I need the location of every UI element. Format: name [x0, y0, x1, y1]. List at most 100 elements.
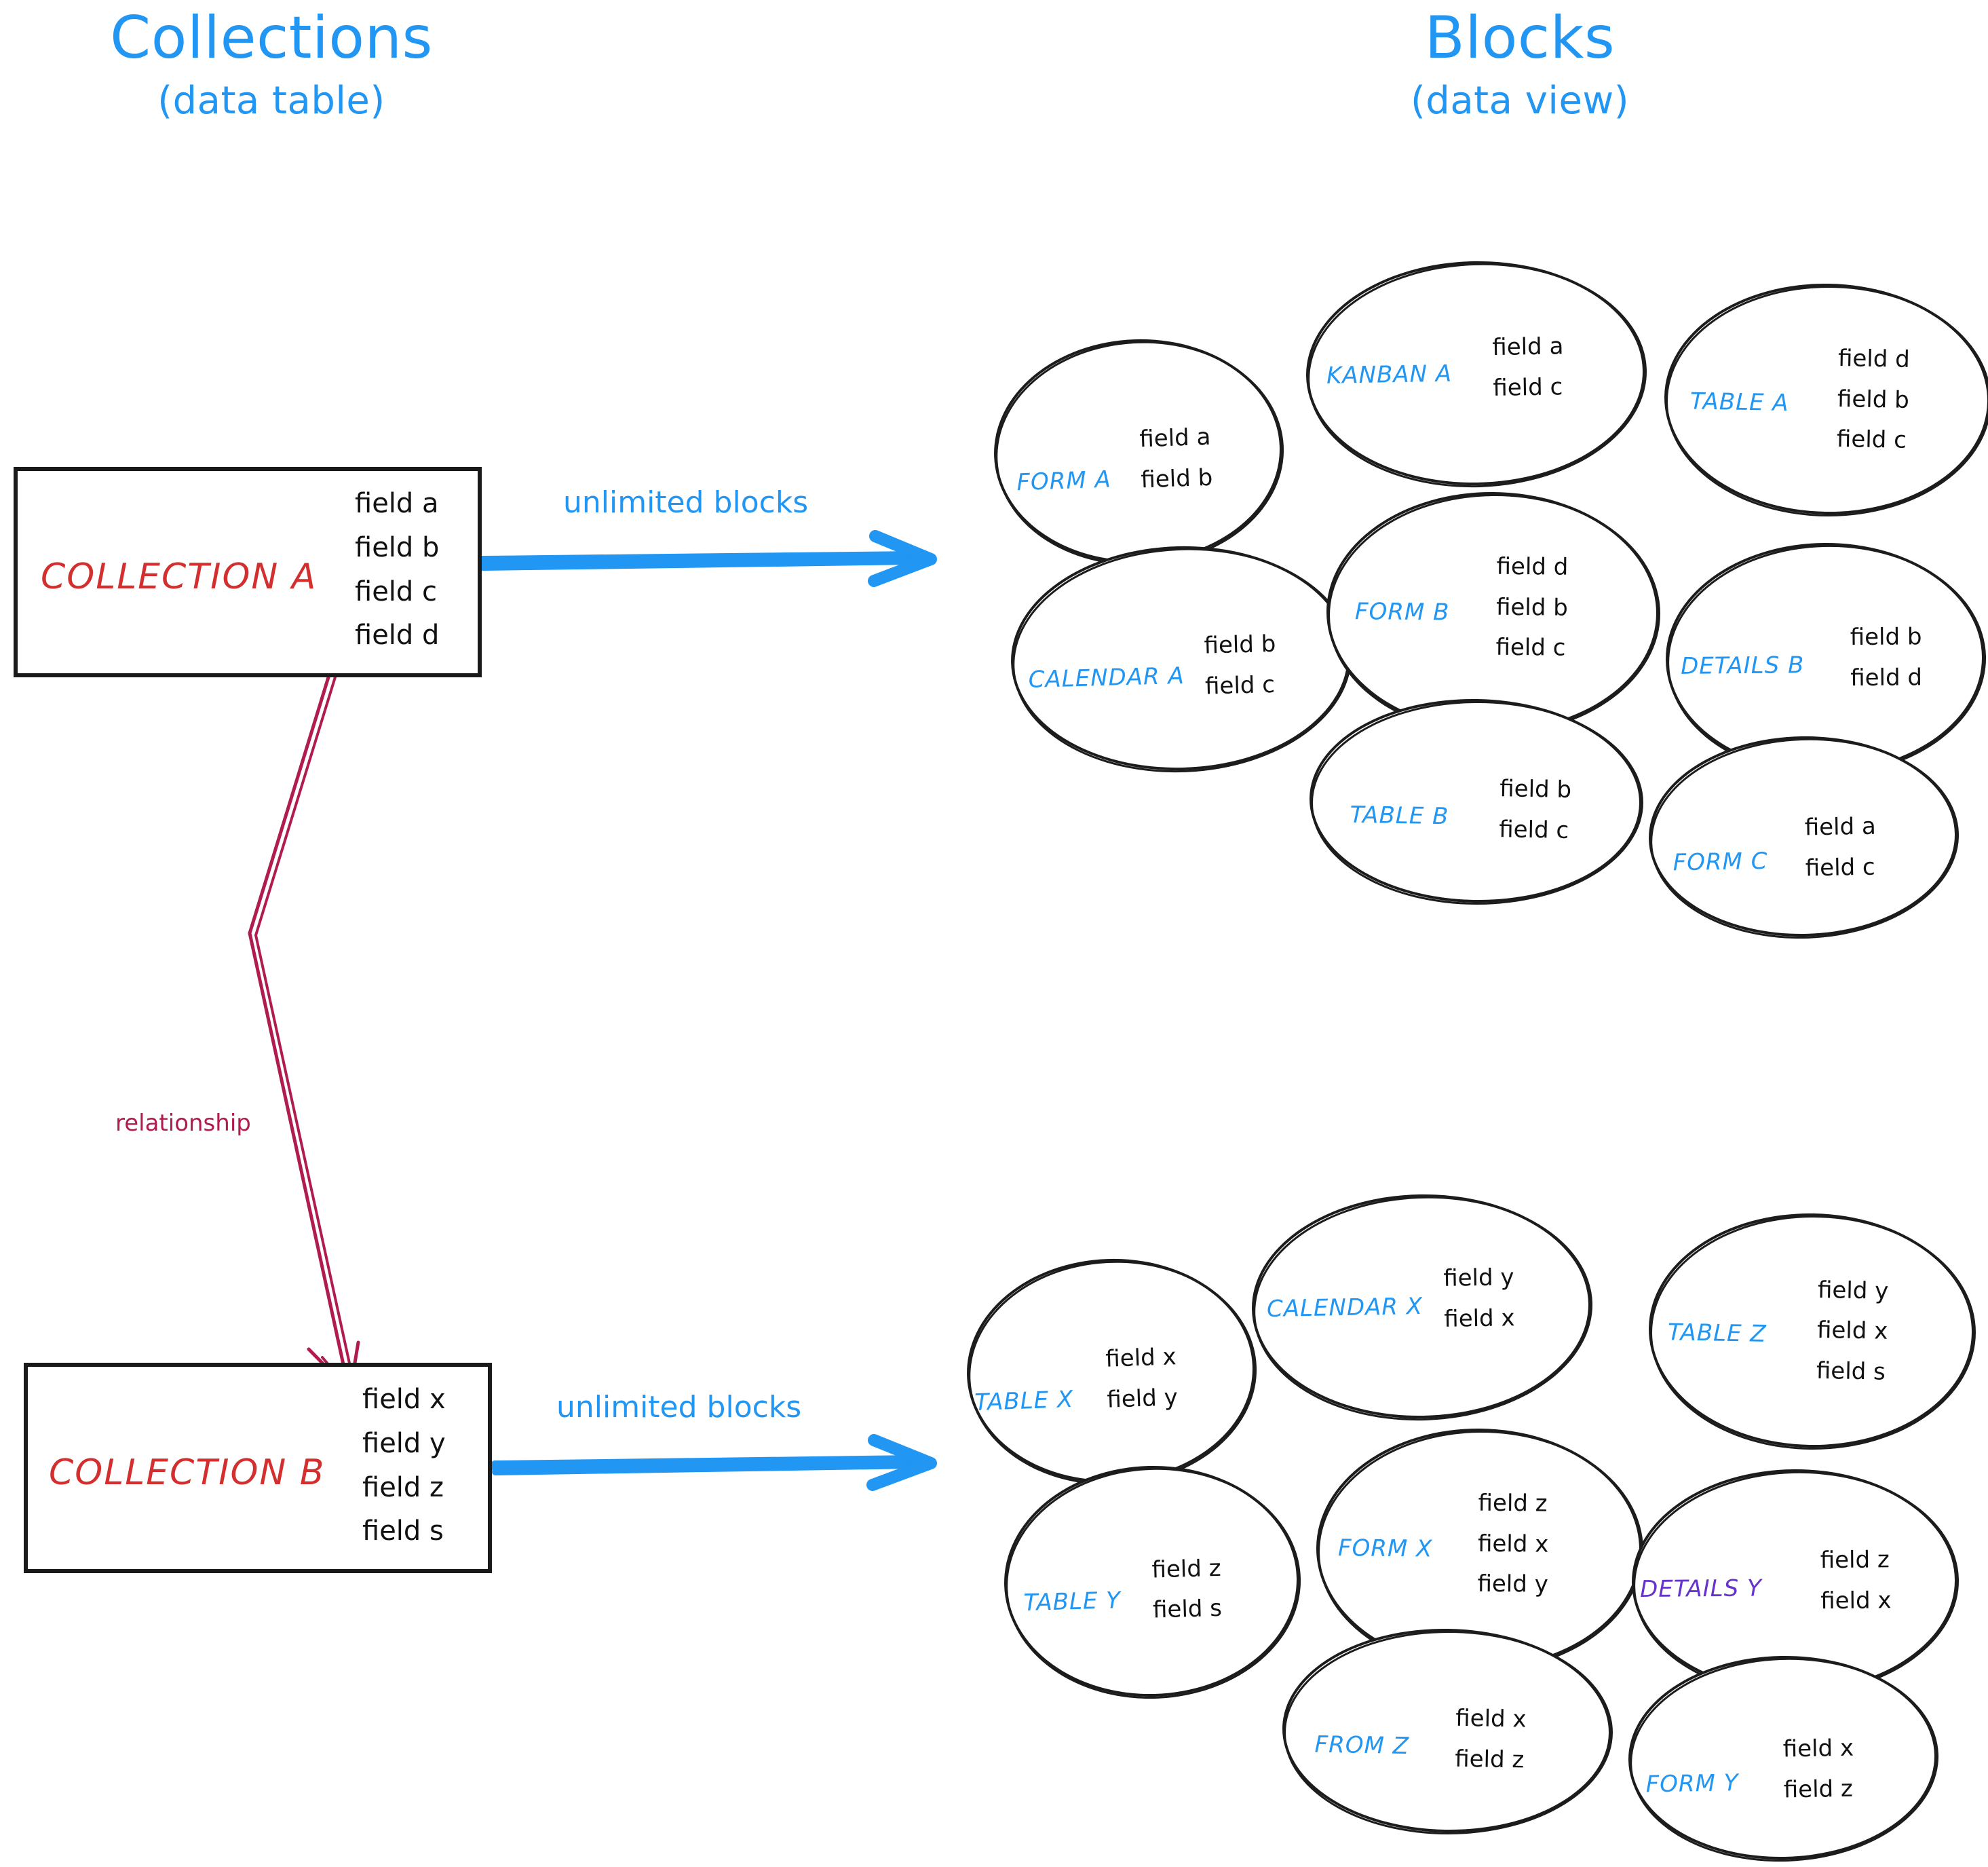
block-field: field x: [1820, 1586, 1892, 1615]
block-outline-sketch: [1007, 540, 1357, 780]
block-field: field b: [1499, 775, 1572, 804]
collection-a-name: COLLECTION A: [41, 557, 318, 597]
block-kanban-a[interactable]: KANBAN A field a field c: [1303, 257, 1651, 493]
block-field: field c: [1204, 671, 1276, 700]
block-field: field c: [1805, 853, 1876, 882]
block-field: field z: [1783, 1775, 1854, 1803]
block-table-a-label: TABLE A: [1689, 388, 1789, 417]
block-field: field z: [1454, 1745, 1525, 1773]
block-form-b-label: FORM B: [1354, 597, 1450, 626]
block-from-z[interactable]: FROM Z field x field z: [1280, 1625, 1613, 1836]
block-field: field c: [1836, 426, 1907, 454]
block-details-y-fields: field z field x: [1820, 1540, 1892, 1621]
block-form-c[interactable]: FORM C field a field c: [1646, 732, 1963, 945]
collection-box-b[interactable]: [24, 1363, 492, 1573]
block-calendar-a[interactable]: CALENDAR A field b field c: [1007, 540, 1357, 780]
page-title-blocks: Blocks (data view): [1289, 7, 1751, 121]
block-field: field x: [1105, 1343, 1177, 1373]
block-table-x-fields: field x field y: [1105, 1337, 1179, 1420]
block-form-x-label: FORM X: [1337, 1534, 1433, 1562]
block-details-b-fields: field b field d: [1850, 617, 1923, 698]
block-field: field x: [1782, 1734, 1854, 1763]
diagram-canvas: Collections (data table) Blocks (data vi…: [14, 7, 1988, 1867]
block-field: field a: [1139, 423, 1212, 453]
block-field: field a: [1804, 812, 1877, 842]
block-table-z[interactable]: TABLE Z field y field x field s: [1647, 1210, 1976, 1451]
block-field: field c: [1495, 634, 1566, 662]
block-field: field b: [1850, 623, 1922, 652]
block-calendar-x[interactable]: CALENDAR X field y field x: [1249, 1190, 1597, 1427]
block-table-y[interactable]: TABLE Y field z field s: [1000, 1461, 1306, 1705]
block-field: field s: [1816, 1357, 1886, 1386]
block-table-y-label: TABLE Y: [1023, 1587, 1122, 1617]
block-field: field y: [1817, 1276, 1889, 1305]
block-field: field x: [1477, 1530, 1549, 1558]
block-field: field s: [1152, 1594, 1223, 1624]
block-form-y-label: FORM Y: [1645, 1769, 1739, 1798]
relationship-label: relationship: [115, 1110, 251, 1137]
block-form-a-fields: field a field b: [1139, 417, 1213, 501]
block-table-x-label: TABLE X: [974, 1385, 1074, 1416]
block-field: field d: [1496, 553, 1569, 582]
collection-b-name: COLLECTION B: [49, 1452, 326, 1493]
collections-title: Collections: [110, 4, 433, 72]
block-form-c-fields: field a field c: [1804, 807, 1877, 889]
block-form-y-fields: field x field z: [1782, 1729, 1854, 1811]
block-from-z-label: FROM Z: [1314, 1731, 1410, 1760]
block-table-z-fields: field y field x field s: [1816, 1270, 1889, 1392]
block-field: field x: [1816, 1316, 1888, 1345]
block-field: field b: [1837, 385, 1910, 414]
block-table-b-label: TABLE B: [1350, 801, 1449, 831]
block-table-y-fields: field z field s: [1151, 1548, 1223, 1631]
collection-a-fields: field a field b field c field d: [355, 482, 439, 658]
collection-a-field-0: field a: [355, 488, 439, 519]
block-form-x-fields: field z field x field y: [1477, 1484, 1549, 1605]
blocks-title: Blocks: [1424, 4, 1616, 72]
block-field: field b: [1204, 630, 1276, 660]
page-title-collections: Collections (data table): [41, 7, 502, 121]
block-field: field d: [1837, 345, 1911, 373]
collection-b-field-0: field x: [362, 1384, 446, 1415]
block-from-z-fields: field x field z: [1455, 1699, 1527, 1781]
block-form-a[interactable]: FORM A field a field b: [989, 333, 1290, 573]
arrow-label-unlimited-blocks-b: unlimited blocks: [556, 1390, 802, 1425]
block-table-z-label: TABLE Z: [1667, 1319, 1767, 1349]
arrow-unlimited-blocks-a: [478, 530, 937, 587]
block-calendar-x-label: CALENDAR X: [1266, 1292, 1423, 1323]
collection-a-field-3: field d: [355, 620, 440, 652]
block-form-c-label: FORM C: [1672, 847, 1768, 877]
block-field: field z: [1478, 1490, 1548, 1518]
block-form-a-label: FORM A: [1016, 466, 1112, 496]
block-field: field y: [1442, 1264, 1514, 1293]
block-field: field c: [1498, 815, 1569, 844]
block-table-b-fields: field b field c: [1499, 769, 1572, 851]
block-field: field x: [1455, 1704, 1527, 1733]
block-field: field z: [1820, 1546, 1890, 1574]
block-table-a-fields: field d field b field c: [1836, 339, 1911, 461]
block-calendar-x-fields: field y field x: [1443, 1258, 1515, 1340]
block-field: field y: [1477, 1570, 1549, 1599]
collection-b-field-1: field y: [362, 1427, 446, 1459]
collection-b-fields: field x field y field z field s: [362, 1378, 446, 1553]
block-field: field a: [1491, 333, 1564, 362]
collection-a-field-2: field c: [355, 576, 438, 607]
block-field: field b: [1495, 593, 1569, 622]
block-field: field b: [1140, 464, 1213, 494]
relationship-connector: [248, 668, 360, 1393]
block-table-x[interactable]: TABLE X field x field y: [962, 1253, 1263, 1493]
block-calendar-a-fields: field b field c: [1204, 624, 1278, 707]
arrow-unlimited-blocks-b: [490, 1434, 937, 1491]
collection-a-field-1: field b: [355, 531, 440, 563]
block-details-b-label: DETAILS B: [1680, 652, 1805, 681]
block-form-y[interactable]: FORM Y field x field z: [1626, 1652, 1943, 1867]
collections-subtitle: (data table): [157, 78, 385, 123]
collection-b-field-2: field z: [362, 1471, 444, 1503]
block-field: field x: [1443, 1304, 1515, 1333]
collection-b-field-3: field s: [362, 1515, 444, 1547]
collection-box-a[interactable]: [14, 467, 482, 677]
arrow-label-unlimited-blocks-a: unlimited blocks: [563, 485, 809, 520]
block-kanban-a-label: KANBAN A: [1326, 360, 1453, 390]
block-calendar-a-label: CALENDAR A: [1028, 662, 1185, 694]
block-table-b[interactable]: TABLE B field b field c: [1307, 696, 1644, 906]
block-table-a[interactable]: TABLE A field d field b field c: [1662, 280, 1988, 518]
